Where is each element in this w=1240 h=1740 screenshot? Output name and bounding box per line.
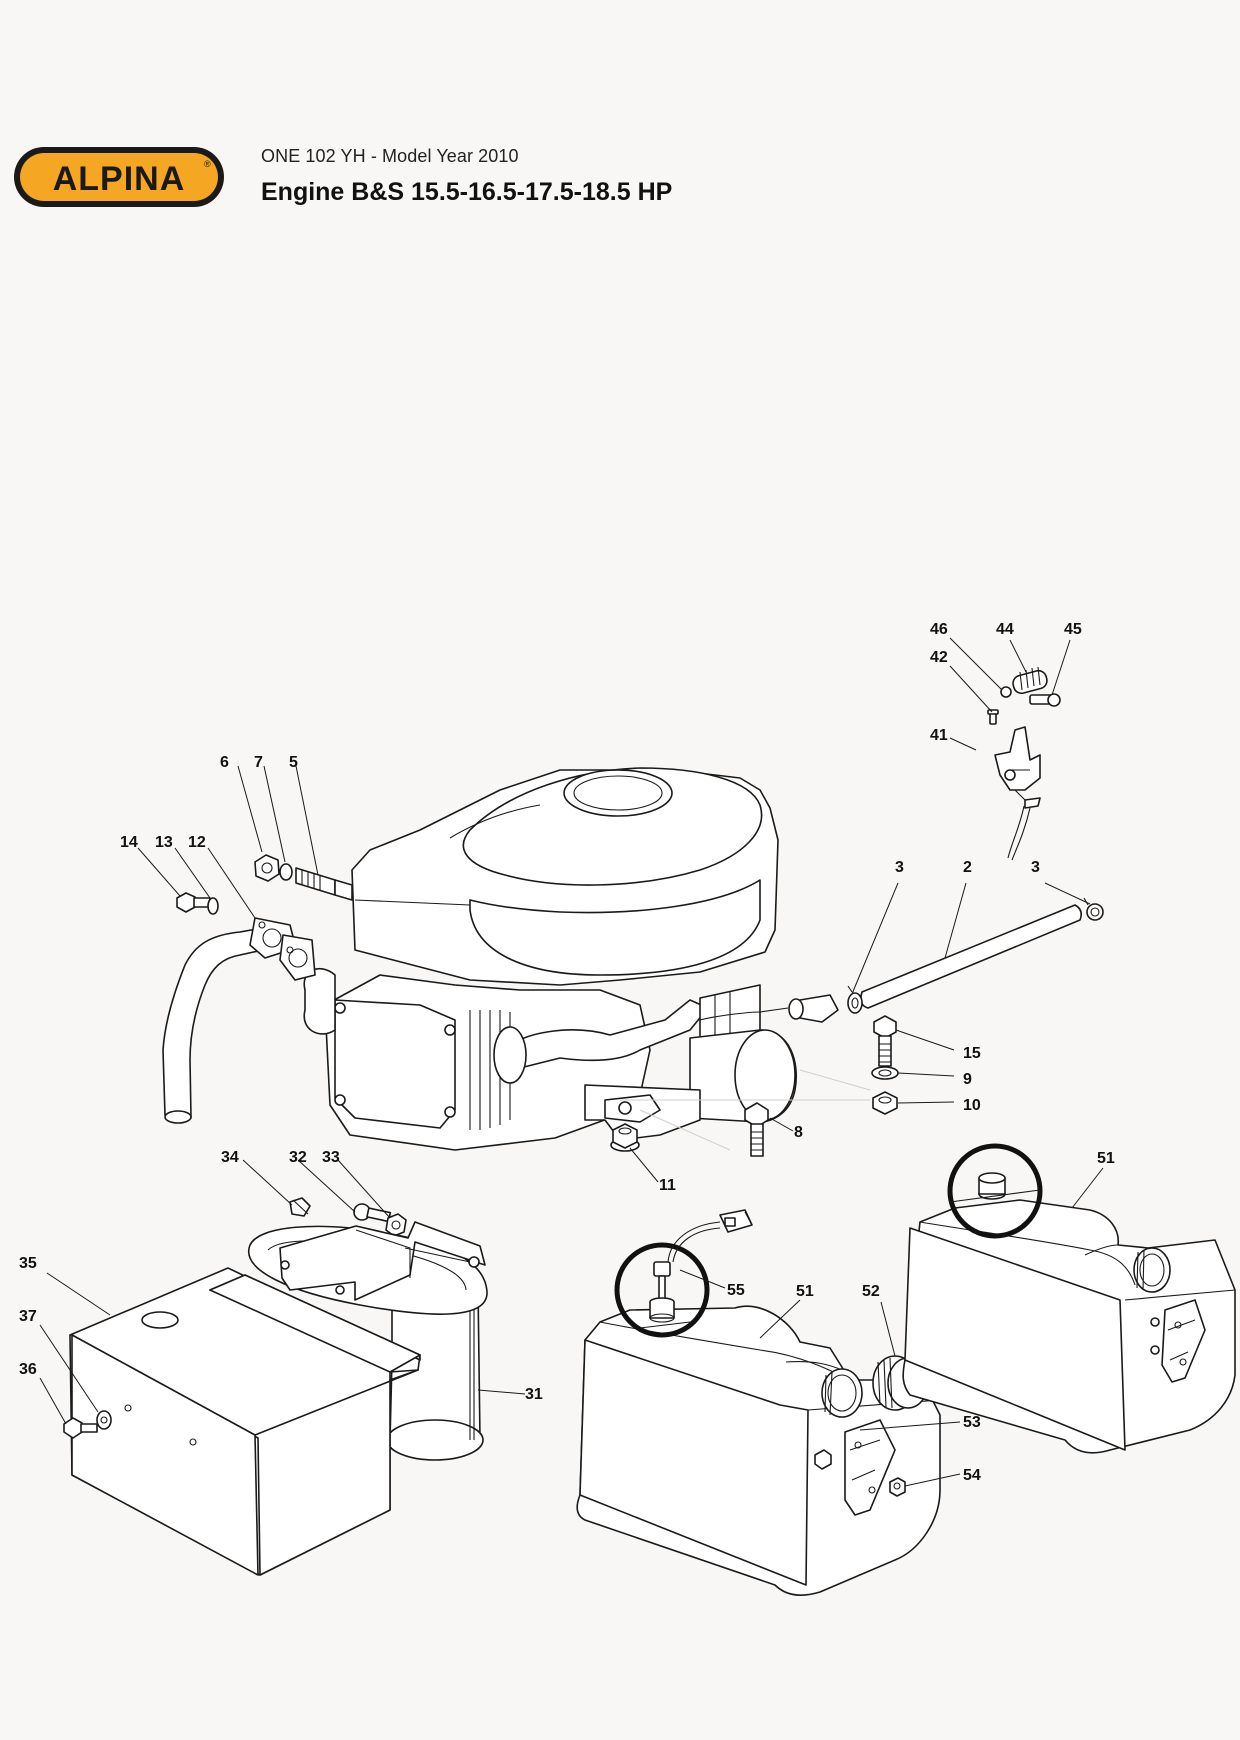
engine-block — [303, 767, 871, 1151]
callout-8: 8 — [794, 1124, 803, 1141]
muffler-shield-group — [63, 1197, 488, 1576]
rear-tank-cap-detail — [947, 1143, 1043, 1239]
rear-tank-filler-neck — [1133, 1247, 1171, 1293]
callout-55: 55 — [727, 1282, 745, 1299]
callout-53: 53 — [963, 1414, 981, 1431]
callout-44: 44 — [996, 621, 1014, 638]
part-14-bolt — [176, 892, 211, 913]
callout-6: 6 — [220, 754, 229, 771]
callout-3-left: 3 — [895, 859, 904, 876]
callout-45: 45 — [1064, 621, 1082, 638]
part-33-nut — [385, 1213, 407, 1237]
page-header: ALPINA ® ONE 102 YH - Model Year 2010 En… — [0, 0, 1240, 230]
callout-42: 42 — [930, 649, 948, 666]
tank-filler-neck — [821, 1368, 863, 1418]
part-44-sleeve — [1012, 666, 1048, 695]
callout-46: 46 — [930, 621, 948, 638]
part-34-clip — [289, 1197, 311, 1217]
part-36-bolt — [63, 1417, 98, 1439]
part-5-stud — [295, 867, 353, 901]
callout-9: 9 — [963, 1071, 972, 1088]
part-37-washer — [96, 1410, 112, 1430]
callout-54: 54 — [963, 1467, 981, 1484]
alpina-logo: ALPINA ® — [14, 147, 224, 207]
part-31-muffler — [247, 1221, 488, 1461]
fuel-tank-rear — [902, 1143, 1236, 1454]
callout-34: 34 — [221, 1149, 239, 1166]
part-3-clamp-right — [1083, 897, 1104, 921]
svg-text:®: ® — [204, 159, 211, 169]
part-13-washer — [207, 897, 219, 915]
callout-13: 13 — [155, 834, 173, 851]
part-53-bracket — [844, 1419, 896, 1516]
part-10-nut — [872, 1091, 898, 1115]
callout-33: 33 — [322, 1149, 340, 1166]
part-8-bolt — [744, 1102, 769, 1157]
part-7-washer — [279, 863, 293, 881]
callout-12: 12 — [188, 834, 206, 851]
callout-labels: 46 44 45 42 41 6 7 5 14 13 12 3 2 3 15 9… — [19, 621, 1115, 1484]
throttle-control-group — [987, 666, 1061, 861]
callout-35: 35 — [19, 1255, 37, 1272]
callout-36: 36 — [19, 1361, 37, 1378]
fuel-sender-wire — [667, 1209, 753, 1263]
part-54-nut — [889, 1477, 906, 1497]
model-subtitle: ONE 102 YH - Model Year 2010 — [261, 146, 519, 166]
part-3-clamp-left — [847, 985, 863, 1014]
part-6-nut — [254, 854, 280, 882]
fuel-hose-group — [759, 897, 1104, 1023]
part-41-bracket — [994, 726, 1041, 861]
callout-51-front: 51 — [796, 1283, 814, 1300]
part-45-screw — [1029, 693, 1061, 707]
callout-leaders — [39, 637, 1104, 1487]
callout-31: 31 — [525, 1386, 543, 1403]
callout-10: 10 — [963, 1097, 981, 1114]
fuel-tank-front — [576, 1209, 941, 1596]
part-12-exhaust-pipe — [162, 917, 316, 1124]
rear-tank-bracket — [1150, 1299, 1206, 1383]
callout-2: 2 — [963, 859, 972, 876]
part-2-fuel-hose — [860, 904, 1082, 1009]
callout-11: 11 — [659, 1177, 676, 1194]
part-46-nut — [1000, 686, 1012, 698]
engine-mount-fasteners — [610, 1015, 899, 1157]
callout-15: 15 — [963, 1045, 981, 1062]
part-15-bolt — [873, 1015, 897, 1067]
callout-3-right: 3 — [1031, 859, 1040, 876]
callout-7: 7 — [254, 754, 263, 771]
callout-5: 5 — [289, 754, 298, 771]
logo-wordmark: ALPINA — [53, 160, 186, 198]
fuel-filter — [759, 994, 839, 1023]
page-title: Engine B&S 15.5-16.5-17.5-18.5 HP — [261, 178, 673, 206]
callout-52: 52 — [862, 1283, 880, 1300]
part-11-flange-nut — [610, 1123, 640, 1152]
part-32-bolt — [353, 1203, 392, 1223]
part-42-screw — [987, 709, 999, 725]
part-9-lock-washer — [871, 1066, 899, 1080]
part-55-fuel-sender-detail — [614, 1242, 710, 1338]
callout-37: 37 — [19, 1308, 37, 1325]
callout-32: 32 — [289, 1149, 307, 1166]
callout-51-rear: 51 — [1097, 1150, 1115, 1167]
callout-14: 14 — [120, 834, 138, 851]
part-35-heat-shield — [69, 1267, 421, 1576]
part-53-screw — [814, 1449, 832, 1470]
exhaust-pipe-group — [162, 854, 353, 1124]
callout-41: 41 — [930, 727, 948, 744]
